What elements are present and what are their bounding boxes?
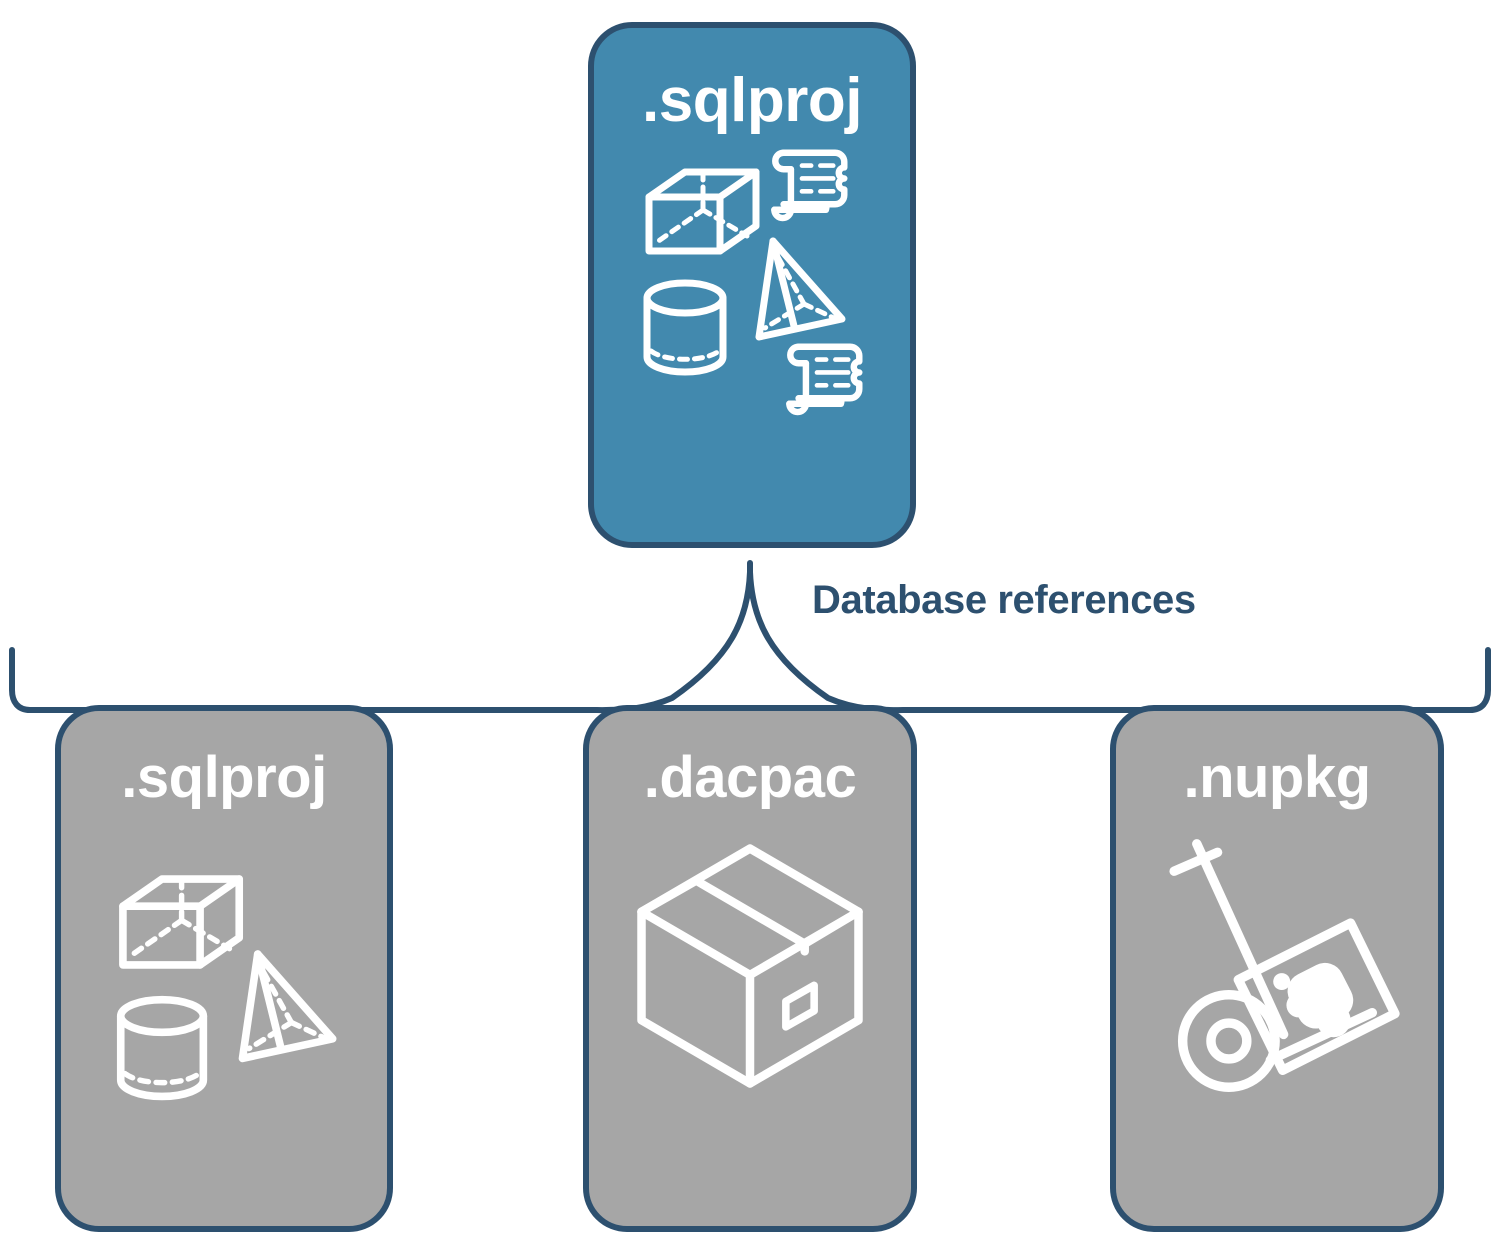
bracket-label: Database references (812, 578, 1196, 622)
node-label: .dacpac (643, 745, 857, 810)
cube-icon (119, 875, 244, 969)
pyramid-icon (238, 950, 337, 1063)
node-nupkg-reference[interactable]: .nupkg (1110, 705, 1444, 1232)
hand-truck-package-icon (1169, 839, 1400, 1092)
database-objects-icon-group (99, 841, 349, 1101)
cylinder-icon (643, 279, 727, 376)
database-references-bracket (9, 560, 1491, 714)
shipping-box-icon-group (625, 841, 875, 1091)
pyramid-icon (755, 237, 846, 341)
node-sqlproj-reference[interactable]: .sqlproj (55, 705, 393, 1232)
node-label: .nupkg (1183, 745, 1371, 810)
cube-icon (645, 168, 760, 255)
hand-truck-package-icon-group (1152, 839, 1402, 1092)
cylinder-icon (116, 995, 208, 1101)
node-dacpac-reference[interactable]: .dacpac (583, 705, 917, 1232)
shipping-box-icon (637, 844, 863, 1088)
node-label: .sqlproj (121, 745, 327, 810)
node-sqlproj-root[interactable]: .sqlproj (588, 22, 916, 548)
node-label: .sqlproj (642, 66, 862, 135)
scroll-icon (786, 343, 863, 416)
database-objects-icon-group (637, 144, 867, 424)
scroll-icon (771, 149, 848, 222)
